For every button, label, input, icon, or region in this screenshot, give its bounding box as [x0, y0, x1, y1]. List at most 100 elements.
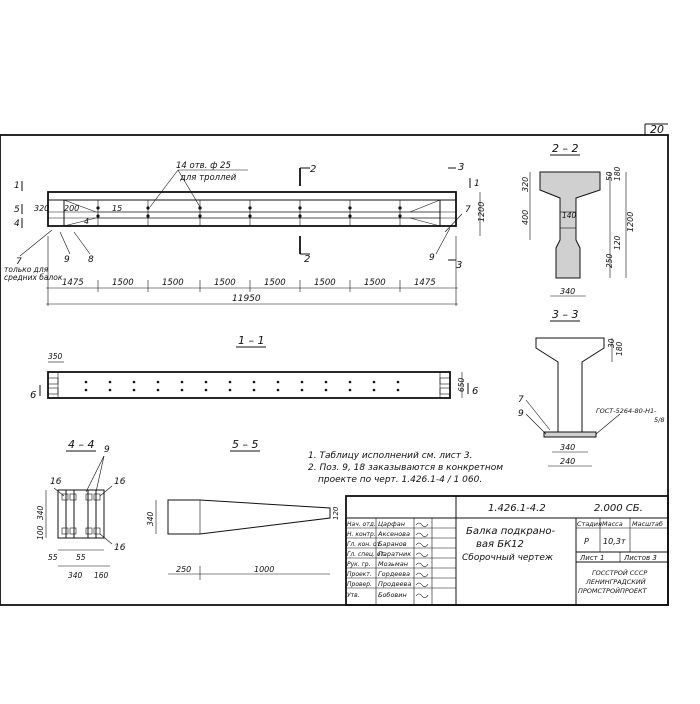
span-3: 1500	[162, 278, 184, 288]
sec33-dim-180: 180	[615, 341, 624, 356]
span-4: 1500	[214, 278, 236, 288]
sec55-dim-1000: 1000	[254, 565, 274, 574]
weld-gost-note2: 5/8	[654, 416, 664, 424]
dim-200: 200	[64, 204, 79, 213]
plan-holes	[84, 380, 400, 392]
note-only-line2: средних балок	[4, 273, 63, 282]
plan-dim-350: 350	[48, 352, 63, 361]
section-4-4: 4 – 4 9 16 16 16 340 100 55 55 340 160	[36, 438, 126, 580]
title-line2: вая БК12	[476, 539, 524, 550]
sec22-dim-1200: 1200	[626, 212, 635, 232]
role-3: Гл. кон. от.	[347, 541, 382, 548]
drawing-code: 1.426.1-4.2	[488, 503, 546, 514]
role-8: Утв.	[347, 592, 360, 599]
sec44-dim-55a: 55	[48, 553, 58, 562]
stamp-scale-header: Масштаб	[632, 520, 663, 528]
section-2-2: 2 – 2 320 400 140 50 180 1200 250 120 34…	[521, 142, 635, 297]
section-2-2-title: 2 – 2	[552, 142, 579, 155]
note-1: 1. Таблицу исполнений см. лист 3.	[308, 451, 472, 461]
cut-mark-1-right: 1	[474, 179, 480, 189]
sec44-pos-16c: 16	[114, 543, 126, 553]
signature-roles: Нач. отд. Н. контр. Гл. кон. от. Гл. спе…	[347, 521, 386, 599]
note-3: проекте по черт. 1.426.1-4 / 1 060.	[318, 475, 482, 485]
sec55-dim-120: 120	[332, 506, 340, 520]
name-2: Аксенова	[377, 530, 410, 538]
span-dimensions: 1475 1500 1500 1500 1500 1500 1500 1475	[62, 278, 436, 288]
sec55-dim-250: 250	[176, 565, 191, 574]
beam-elevation: 14 отв. ф 25 для троллей 2 2 3 3 1 1 5 4…	[4, 161, 486, 306]
weld-gost-note: ГОСТ-5264-80-Н1-	[596, 407, 657, 415]
pos-9-right: 9	[429, 253, 435, 263]
stamp-stage-header: Стадия	[577, 520, 602, 528]
sec22-dim-250: 250	[605, 253, 614, 268]
sec44-dim-340-h: 340	[68, 571, 83, 580]
sec22-dim-400: 400	[521, 210, 530, 225]
pos-9-left: 9	[64, 255, 70, 265]
sec55-dim-340: 340	[146, 511, 155, 526]
section-5-5: 5 – 5 340 120 250 1000	[146, 438, 340, 580]
dim-15: 15	[112, 204, 122, 213]
cut-mark-2-bottom: 2	[304, 254, 310, 265]
name-4: Паратник	[378, 550, 411, 558]
section-1-1-title: 1 – 1	[238, 334, 265, 347]
name-5: Мозьман	[378, 560, 408, 568]
note-only-line1: только для	[4, 265, 49, 274]
span-5: 1500	[264, 278, 286, 288]
sec44-dim-160: 160	[94, 571, 109, 580]
drawing-sb: 2.000 СБ.	[594, 503, 643, 514]
page-number: 20	[650, 123, 664, 136]
plan-1-1: 1 – 1 350 650 6 6	[30, 334, 478, 401]
title-block: 1.426.1-4.2 2.000 СБ. Балка подкрано- ва…	[345, 495, 669, 606]
sec44-pos-16b: 16	[114, 477, 126, 487]
sec22-dim-50: 50	[605, 171, 614, 181]
signatures	[415, 522, 429, 599]
name-6: Гордеева	[378, 570, 410, 578]
cut-mark-6-left: 6	[30, 390, 36, 401]
sheet-frame	[0, 134, 669, 606]
cut-mark-4-left: 4	[14, 219, 20, 229]
pos-7-right: 7	[465, 205, 471, 215]
plan-dim-650: 650	[457, 377, 466, 392]
cut-mark-2-top: 2	[310, 164, 316, 175]
total-length: 11950	[232, 294, 261, 304]
role-6: Проект.	[347, 571, 372, 578]
sec22-dim-340: 340	[560, 287, 575, 296]
section-5-5-title: 5 – 5	[232, 438, 259, 451]
stamp-mass-header: Масса	[602, 520, 623, 528]
section-3-3-title: 3 – 3	[552, 308, 579, 321]
role-2: Н. контр.	[347, 531, 376, 538]
org-line2: ЛЕНИНГРАДСКИЙ	[585, 577, 646, 586]
sec44-pos-9: 9	[104, 445, 110, 455]
span-1: 1475	[62, 278, 84, 288]
sec44-dim-340-v: 340	[36, 505, 45, 520]
name-8: Бобовин	[378, 591, 407, 599]
note-2: 2. Поз. 9, 18 заказываются в конкретном	[308, 463, 503, 473]
span-7: 1500	[364, 278, 386, 288]
pos-8-left: 8	[88, 255, 94, 265]
section-4-4-title: 4 – 4	[68, 438, 95, 451]
name-3: Баранов	[378, 540, 407, 548]
sec22-dim-180: 180	[613, 166, 622, 181]
org-line3: ПРОМСТРОЙПРОЕКТ	[578, 586, 648, 595]
pos-7-left: 7	[16, 257, 22, 267]
general-notes: 1. Таблицу исполнений см. лист 3. 2. Поз…	[308, 451, 503, 485]
sec33-pos-7: 7	[518, 395, 524, 405]
role-1: Нач. отд.	[347, 521, 376, 528]
sec33-dim-240: 240	[560, 457, 575, 466]
name-7: Продеева	[378, 580, 411, 588]
dim-4: 4	[84, 217, 89, 226]
span-8: 1475	[414, 278, 436, 288]
cut-mark-1-left: 1	[14, 181, 20, 191]
cut-mark-6-right: 6	[472, 386, 478, 397]
name-1: Царфан	[378, 520, 405, 528]
span-6: 1500	[314, 278, 336, 288]
holes-note-line2: для троллей	[179, 173, 237, 183]
section-3-3: 3 – 3 30 180 7 9 ГОСТ-5264-80-Н1- 5/8 34…	[518, 308, 664, 467]
span-2: 1500	[112, 278, 134, 288]
sec33-dim-340: 340	[560, 443, 575, 452]
role-7: Провер.	[347, 581, 372, 588]
title-line3: Сборочный чертеж	[462, 553, 554, 563]
sec44-dim-55b: 55	[76, 553, 86, 562]
